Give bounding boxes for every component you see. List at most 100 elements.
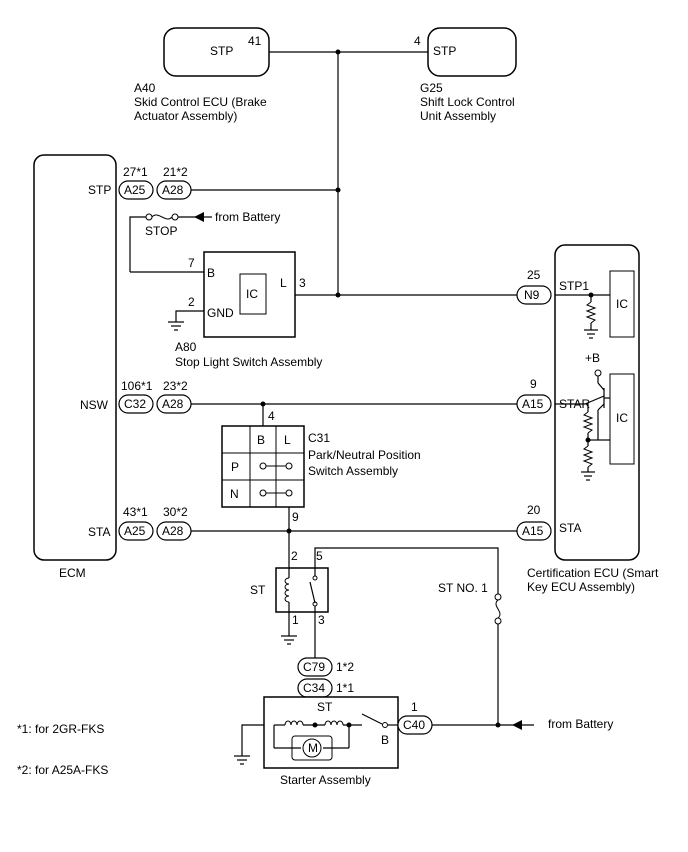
stop-fuse-label: STOP <box>145 224 177 238</box>
notes: *1: for 2GR-FKS *2: for A25A-FKS <box>17 722 108 777</box>
cert-ic-1 <box>609 270 635 338</box>
connector-label: C79 <box>303 660 325 674</box>
connector-note: 1*2 <box>336 660 354 674</box>
stop-light-switch-pin-l: 3 <box>299 276 306 290</box>
ecm: ECM STP NSW STA <box>33 154 117 580</box>
certification-ecu-name-1: Certification ECU (Smart <box>527 566 659 580</box>
starter-name: Starter Assembly <box>280 773 371 787</box>
relay-contact <box>309 581 316 604</box>
certification-ecu-name-2: Key ECU Assembly) <box>527 580 635 594</box>
connector-pill <box>118 521 154 541</box>
stop-light-switch-gnd-label: GND <box>207 306 234 320</box>
skid-control-ecu-pin-number: 41 <box>248 34 262 48</box>
st-relay-box <box>275 567 329 613</box>
motor-icon <box>302 738 322 758</box>
shift-lock-ecu-pin-number: 4 <box>414 34 421 48</box>
pnp-name-1: Park/Neutral Position <box>308 448 421 462</box>
connector-label: A25 <box>124 183 146 197</box>
starter-assembly: ST B Starter Assembly M 1 C40 from Batte… <box>234 696 613 787</box>
skid-control-ecu-pin-label: STP <box>210 44 233 58</box>
starter-pin: 1 <box>411 700 418 714</box>
ecm-nsw-connectors: 106*1 23*2 C32 A28 <box>118 379 517 426</box>
stop-light-switch-pin-b: 7 <box>188 256 195 270</box>
st-relay-pin-1: 1 <box>292 613 299 627</box>
connector-label: A28 <box>162 524 184 538</box>
stop-light-switch-l-label: L <box>280 276 287 290</box>
skid-control-ecu-name-2: Actuator Assembly) <box>134 109 237 123</box>
connector-pill <box>516 394 552 414</box>
shift-lock-ecu: STP 4 G25 Shift Lock Control Unit Assemb… <box>414 27 517 123</box>
st-relay-pin-5: 5 <box>316 549 323 563</box>
pnp-row-n: N <box>230 487 239 501</box>
st-no1-label: ST NO. 1 <box>438 581 488 595</box>
connector-pill <box>516 521 552 541</box>
stop-light-switch-b-label: B <box>207 266 215 280</box>
pnp-col-b: B <box>257 433 265 447</box>
connector-label: N9 <box>524 288 540 302</box>
cert-sta-label: STA <box>559 521 581 535</box>
connector-pill <box>118 180 154 200</box>
connector-label: C32 <box>124 397 146 411</box>
cert-stp1-label: STP1 <box>559 279 589 293</box>
connector-pill <box>118 394 154 414</box>
stop-light-switch-box <box>203 251 296 338</box>
st-no1-fuse: ST NO. 1 <box>438 581 502 728</box>
stop-light-switch-ic-label: IC <box>246 287 258 301</box>
connector-label: C40 <box>403 718 425 732</box>
stop-fuse: from Battery STOP <box>129 210 280 273</box>
starter-coil-2 <box>324 720 344 726</box>
starter-from-battery: from Battery <box>548 717 613 731</box>
pnp-row-p: P <box>231 460 239 474</box>
note-1: *1: for 2GR-FKS <box>17 722 104 736</box>
connector-pill <box>297 657 333 677</box>
cert-ic-1-label: IC <box>616 297 628 311</box>
shift-lock-ecu-id: G25 <box>420 81 443 95</box>
pnp-pin-bottom: 9 <box>292 510 299 524</box>
cert-ic-2 <box>609 373 635 465</box>
cert-plus-b-label: +B <box>585 351 600 365</box>
starter-st-label: ST <box>317 700 333 714</box>
st-relay-label: ST <box>250 583 266 597</box>
pnp-pin-top: 4 <box>268 409 275 423</box>
ecm-box <box>33 154 117 561</box>
stop-light-switch: IC B GND L 7 2 3 A80 Stop Light Switch A… <box>168 251 517 369</box>
pnp-col-l: L <box>284 433 291 447</box>
stp-bus-wires <box>269 49 428 298</box>
connector-note: 1*1 <box>336 681 354 695</box>
connector-label: A28 <box>162 397 184 411</box>
certification-ecu-box <box>554 244 640 561</box>
ecm-stp-label: STP <box>88 183 111 197</box>
shift-lock-ecu-pin-label: STP <box>433 44 456 58</box>
starter-contact <box>361 713 383 725</box>
pnp-grid <box>221 425 305 508</box>
connector-label: C34 <box>303 681 325 695</box>
connector-pin: 30*2 <box>163 505 188 519</box>
connector-pin: 21*2 <box>163 165 188 179</box>
stop-light-switch-id: A80 <box>175 340 197 354</box>
ecm-nsw-label: NSW <box>80 398 109 412</box>
stop-fuse-from-battery: from Battery <box>215 210 280 224</box>
connector-pin: 43*1 <box>123 505 148 519</box>
connector-label: A15 <box>522 524 544 538</box>
shift-lock-ecu-name-1: Shift Lock Control <box>420 95 515 109</box>
connector-pin: 106*1 <box>121 379 153 393</box>
starter-motor-label: M <box>308 741 318 755</box>
pnp-name-2: Switch Assembly <box>308 464 398 478</box>
st-relay: ST 2 5 1 3 <box>250 547 499 658</box>
certification-ecu: Certification ECU (Smart Key ECU Assembl… <box>527 244 659 594</box>
connector-label: A15 <box>522 397 544 411</box>
junction-dot <box>335 49 341 55</box>
skid-control-ecu: STP 41 A40 Skid Control ECU (Brake Actua… <box>134 27 270 123</box>
shift-lock-ecu-name-2: Unit Assembly <box>420 109 496 123</box>
starter-b-label: B <box>381 733 389 747</box>
park-neutral-switch: 4 B L P N C31 Park/Neutral Position Swit… <box>221 409 421 534</box>
cert-stp1-connector: 25 N9 <box>516 268 552 305</box>
connector-label: A28 <box>162 183 184 197</box>
pnp-id: C31 <box>308 431 330 445</box>
skid-control-ecu-name-1: Skid Control ECU (Brake <box>134 95 267 109</box>
stop-light-switch-pin-gnd: 2 <box>188 295 195 309</box>
starter-coil-1 <box>284 720 304 726</box>
stop-light-switch-ic <box>239 273 267 315</box>
connector-pin: 9 <box>530 377 537 391</box>
